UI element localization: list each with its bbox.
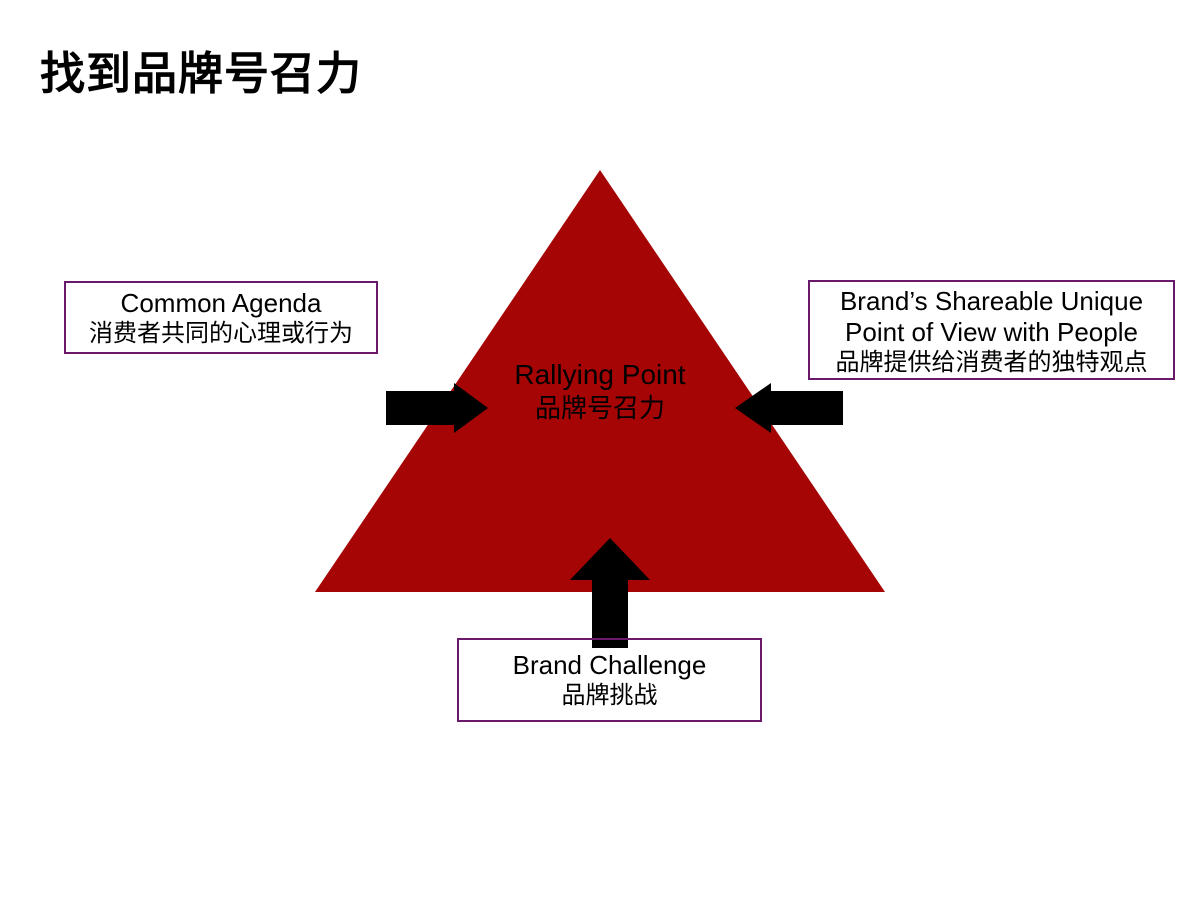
callout-common-agenda: Common Agenda 消费者共同的心理或行为 xyxy=(64,281,378,354)
callout-brand-pov-zh: 品牌提供给消费者的独特观点 xyxy=(835,349,1148,377)
callout-common-agenda-en: Common Agenda xyxy=(120,288,322,318)
arrow-left-icon xyxy=(735,383,843,433)
arrow-right-icon xyxy=(386,383,488,433)
triangle-shape-icon xyxy=(315,170,885,592)
callout-brand-challenge-text: Brand Challenge 品牌挑战 xyxy=(460,650,760,711)
callout-brand-pov-en-line1: Brand’s Shareable Unique xyxy=(839,286,1144,316)
callout-brand-challenge-en: Brand Challenge xyxy=(512,650,707,680)
callout-common-agenda-zh: 消费者共同的心理或行为 xyxy=(89,320,353,348)
callout-brand-pov: Brand’s Shareable Unique Point of View w… xyxy=(808,280,1175,380)
arrow-up-icon xyxy=(570,538,650,648)
callout-brand-pov-en-line2: Point of View with People xyxy=(845,317,1138,348)
callout-brand-challenge: Brand Challenge 品牌挑战 xyxy=(457,638,762,722)
callout-common-agenda-text: Common Agenda 消费者共同的心理或行为 xyxy=(11,288,431,349)
callout-brand-pov-text: Brand’s Shareable Unique Point of View w… xyxy=(777,286,1200,378)
callout-brand-challenge-zh: 品牌挑战 xyxy=(561,682,658,710)
rallying-point-triangle xyxy=(315,170,885,592)
page-title: 找到品牌号召力 xyxy=(40,48,363,99)
